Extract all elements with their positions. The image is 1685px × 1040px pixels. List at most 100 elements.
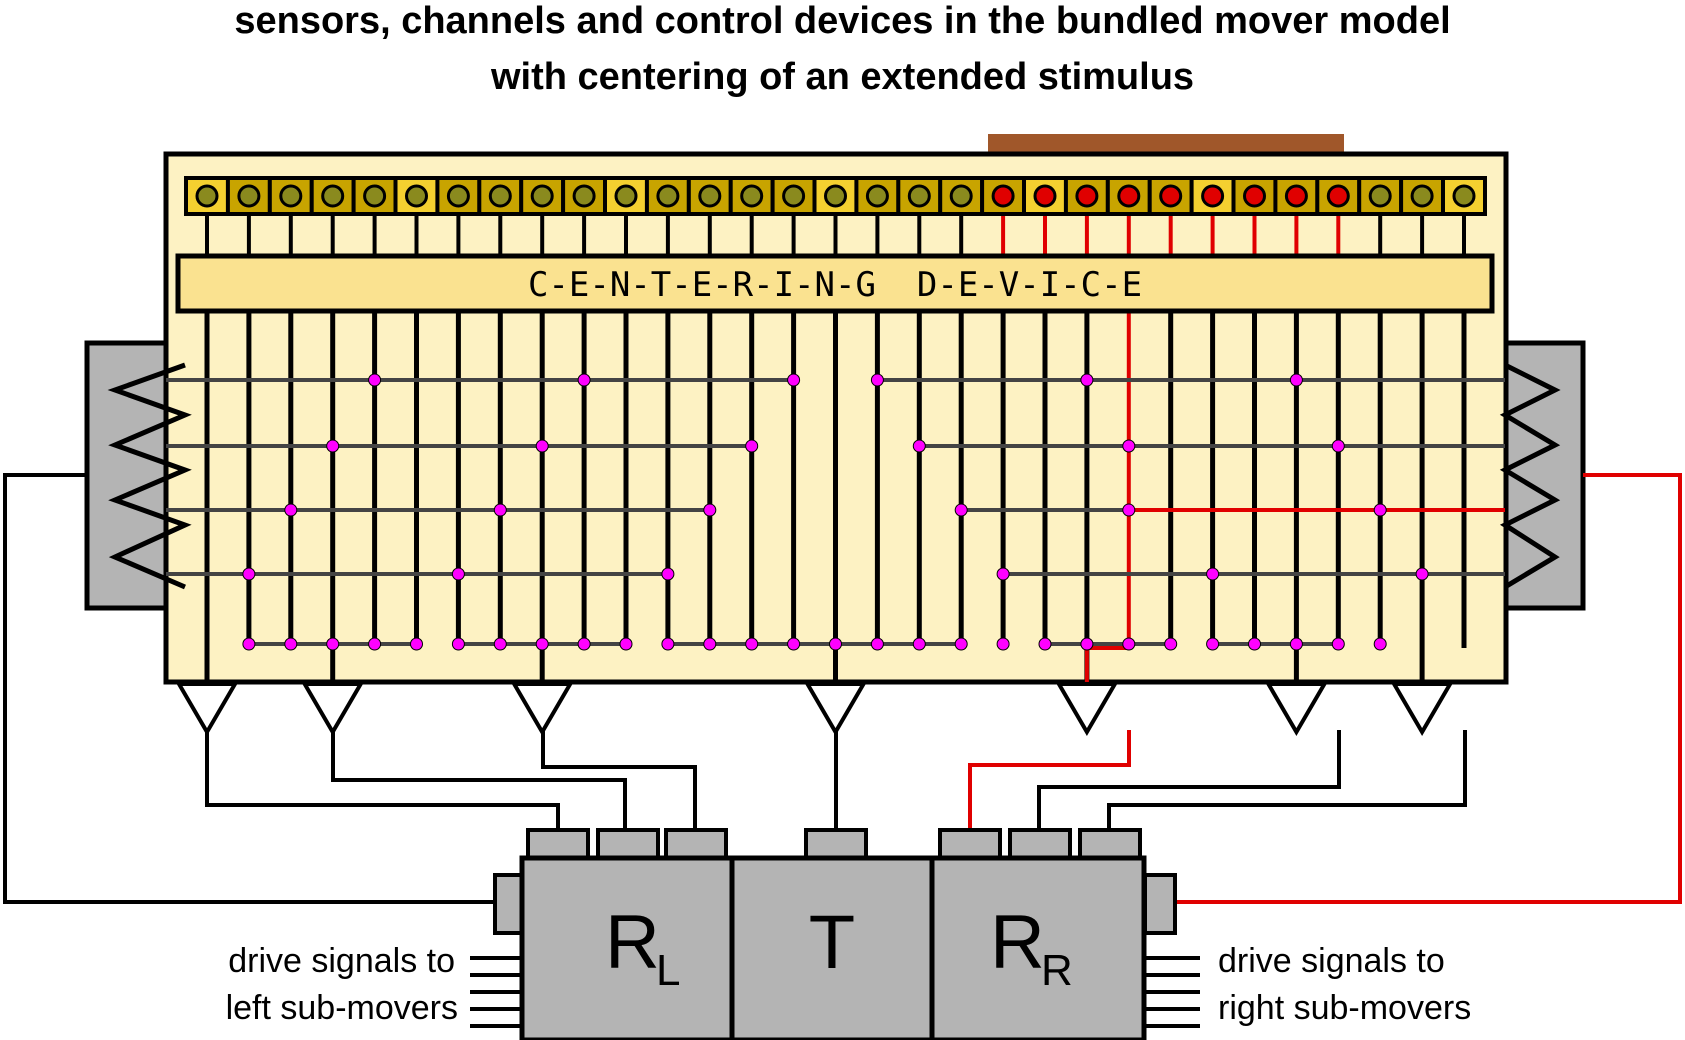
sensor-cell bbox=[1105, 176, 1152, 216]
output-triangle bbox=[1055, 682, 1119, 736]
junction-node bbox=[368, 637, 382, 651]
sensor-dot bbox=[824, 184, 847, 208]
junction-node bbox=[1122, 637, 1136, 651]
junction-node bbox=[577, 373, 591, 387]
sensor-dot bbox=[656, 184, 680, 208]
junction-node bbox=[1080, 373, 1094, 387]
junction-node bbox=[954, 503, 968, 517]
junction-node bbox=[451, 637, 465, 651]
junction-node bbox=[242, 567, 256, 581]
left-side-chevrons bbox=[107, 362, 192, 590]
junction-node bbox=[1289, 373, 1303, 387]
junction-node bbox=[242, 637, 256, 651]
controller-unit: R L T R R bbox=[493, 828, 1177, 1040]
junction-node bbox=[284, 637, 298, 651]
junction-nodes bbox=[242, 373, 1429, 651]
junction-node bbox=[1206, 567, 1220, 581]
drive-left-line-1: drive signals to bbox=[228, 942, 455, 980]
junction-node bbox=[787, 373, 801, 387]
sensor-dot bbox=[488, 184, 512, 208]
output-triangle bbox=[1264, 682, 1328, 736]
sensor-row bbox=[184, 176, 1487, 216]
right-side-chevrons bbox=[1499, 362, 1561, 590]
sensor-dot bbox=[321, 184, 345, 208]
junction-node bbox=[996, 567, 1010, 581]
junction-node bbox=[661, 637, 675, 651]
junction-node bbox=[535, 637, 549, 651]
junction-node bbox=[1164, 637, 1178, 651]
sensor-cell bbox=[812, 176, 859, 216]
sensor-channels-lower bbox=[204, 311, 1467, 682]
active-sensor-dot bbox=[1075, 184, 1099, 208]
junction-node bbox=[451, 567, 465, 581]
junction-node bbox=[1122, 439, 1136, 453]
sensor-dot bbox=[446, 184, 470, 208]
output-triangle bbox=[301, 682, 365, 736]
diagram-title-line-1: sensors, channels and control devices in… bbox=[234, 0, 1451, 42]
rl-label: R bbox=[605, 900, 660, 985]
sensor-dot bbox=[907, 184, 931, 208]
sensor-dot bbox=[1452, 184, 1476, 208]
active-sensor-dot bbox=[1033, 184, 1057, 208]
output-triangle bbox=[510, 682, 574, 736]
sensor-dot bbox=[865, 184, 889, 208]
sensor-dot bbox=[237, 184, 261, 208]
sensor-dot bbox=[782, 184, 806, 208]
centering-device-label: C-E-N-T-E-R-I-N-G D-E-V-I-C-E bbox=[528, 265, 1142, 305]
junction-node bbox=[661, 567, 675, 581]
sensor-dot bbox=[1410, 184, 1434, 208]
rl-subscript: L bbox=[656, 946, 680, 995]
drive-left-line-2: left sub-movers bbox=[226, 989, 458, 1027]
junction-node bbox=[829, 637, 842, 651]
junction-node bbox=[1373, 503, 1387, 517]
sensor-channels-top bbox=[205, 214, 1466, 256]
rr-side-port bbox=[1143, 873, 1177, 935]
active-sensor-dot bbox=[991, 184, 1015, 208]
junction-node bbox=[912, 637, 926, 651]
t-label: T bbox=[809, 900, 855, 985]
diagram-title-line-2: with centering of an extended stimulus bbox=[490, 56, 1195, 98]
output-triangles bbox=[175, 682, 1454, 736]
junction-node bbox=[1122, 503, 1136, 517]
junction-node bbox=[745, 439, 759, 453]
drive-right-line-2: right sub-movers bbox=[1218, 989, 1471, 1027]
junction-node bbox=[326, 439, 340, 453]
output-triangle bbox=[804, 682, 867, 736]
junction-node bbox=[1248, 637, 1261, 651]
junction-node bbox=[954, 637, 968, 651]
junction-node bbox=[1038, 637, 1052, 651]
output-triangle bbox=[175, 682, 239, 736]
rr-label: R bbox=[990, 900, 1045, 985]
centering-device-bar bbox=[175, 253, 1495, 314]
junction-node bbox=[703, 637, 717, 651]
junction-node bbox=[577, 637, 591, 651]
active-sensor-dot bbox=[1159, 184, 1183, 208]
junction-node bbox=[535, 439, 549, 453]
sensor-dot bbox=[740, 184, 764, 208]
junction-node bbox=[493, 503, 507, 517]
junction-node bbox=[1289, 637, 1303, 651]
junction-node bbox=[1206, 637, 1220, 651]
sensor-dot bbox=[698, 184, 722, 208]
sensor-dot bbox=[1368, 184, 1392, 208]
rr-input-port-3 bbox=[1078, 828, 1142, 862]
sensor-dot bbox=[530, 184, 554, 208]
junction-node bbox=[493, 637, 507, 651]
sensor-cell bbox=[980, 176, 1027, 216]
active-sensor-dot bbox=[1326, 184, 1350, 208]
drive-right-line-1: drive signals to bbox=[1218, 942, 1445, 980]
junction-node bbox=[912, 439, 926, 453]
junction-node bbox=[619, 637, 633, 651]
sensor-dot bbox=[572, 184, 596, 208]
junction-node bbox=[1415, 567, 1429, 581]
sensor-dot bbox=[405, 184, 428, 208]
junction-node bbox=[1331, 439, 1345, 453]
rr-input-port-1 bbox=[938, 828, 1002, 862]
sensor-dot bbox=[195, 184, 219, 208]
active-sensor-dot bbox=[1117, 184, 1141, 208]
active-sensor-dot bbox=[1201, 184, 1225, 208]
junction-node bbox=[1331, 637, 1345, 651]
junction-node bbox=[787, 637, 801, 651]
controller-wires bbox=[3, 473, 1682, 904]
